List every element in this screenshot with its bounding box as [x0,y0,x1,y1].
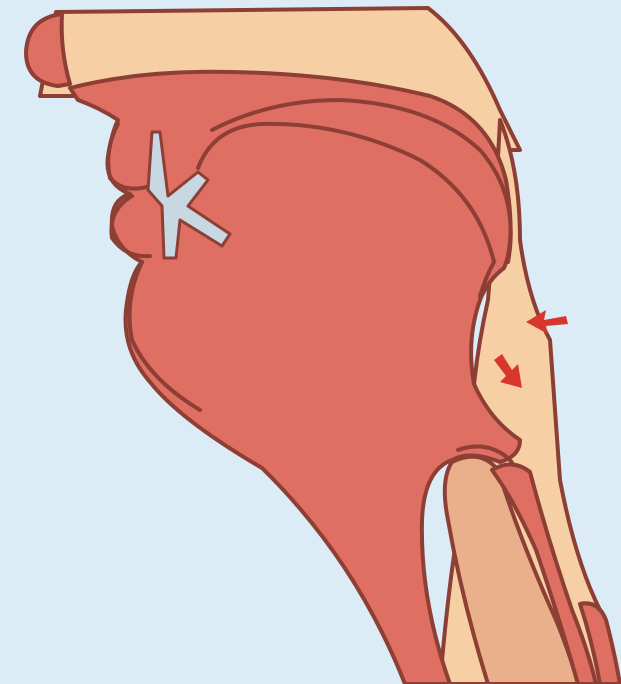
nose-tip [26,14,70,86]
